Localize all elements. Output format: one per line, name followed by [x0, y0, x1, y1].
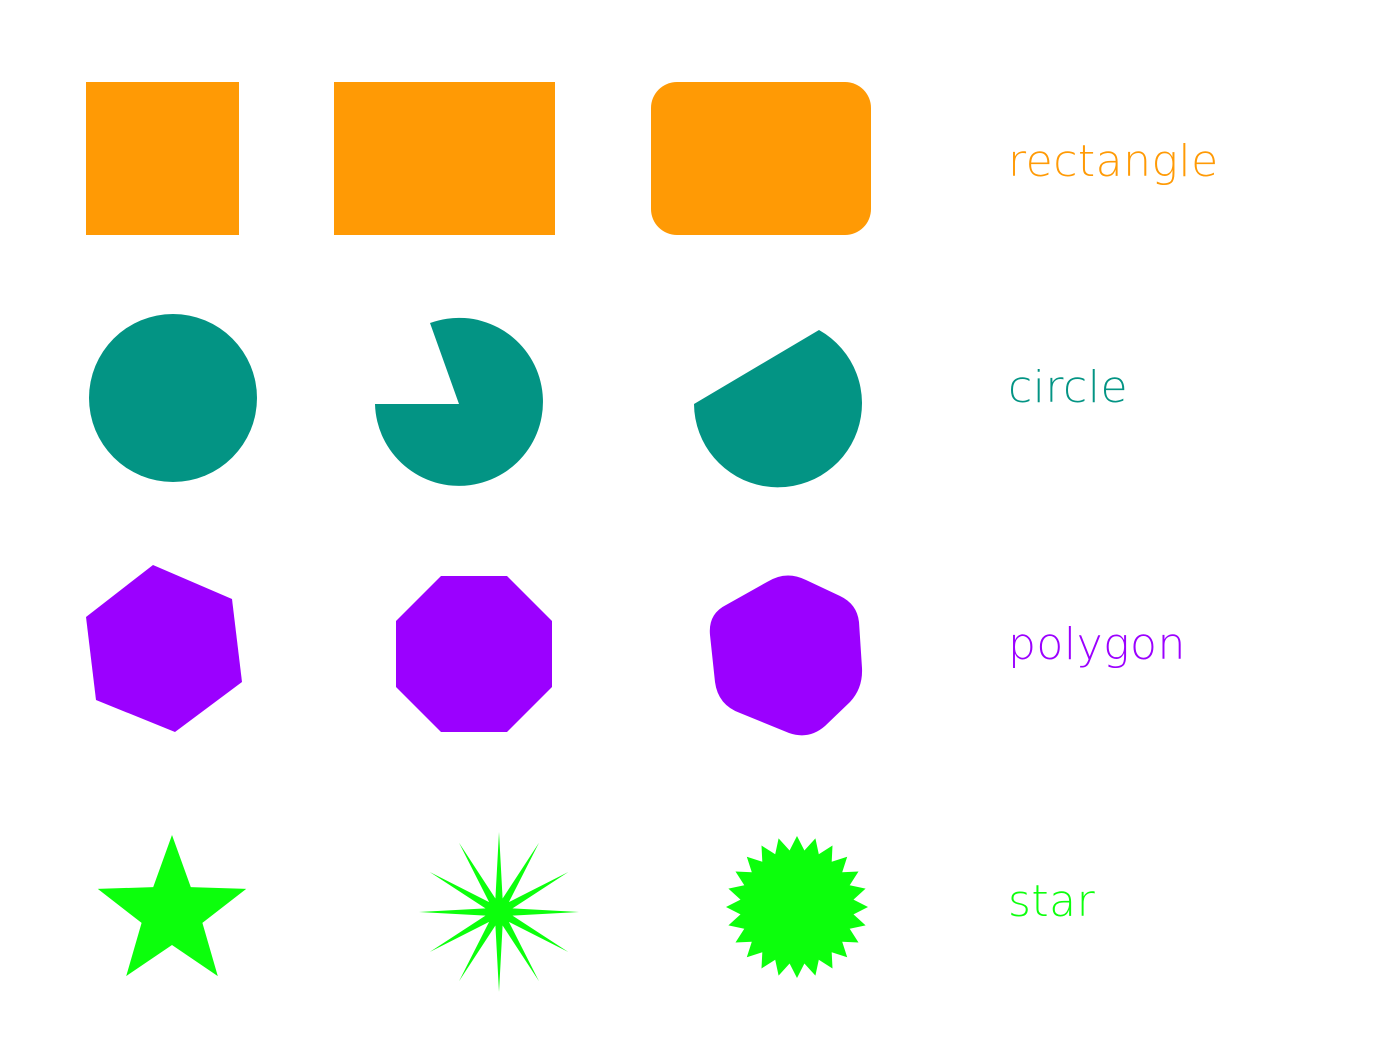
rounded-rectangle-shape: [651, 82, 871, 235]
square-shape: [86, 82, 239, 235]
circle-row: [89, 314, 862, 488]
polygon-label: polygon: [1008, 619, 1186, 670]
rounded-hexagon-shape: [709, 575, 863, 736]
five-point-star-shape: [97, 835, 247, 977]
star-label: star: [1008, 876, 1096, 927]
twelve-point-star-shape: [419, 832, 579, 992]
star-row: [97, 832, 868, 992]
circle-label: circle: [1008, 362, 1129, 413]
polygon-row: [86, 565, 863, 736]
full-circle-shape: [89, 314, 257, 482]
burst-star-shape: [726, 836, 868, 978]
rectangle-label: rectangle: [1008, 136, 1219, 187]
octagon-shape: [396, 576, 552, 732]
circle-segment-shape: [694, 330, 862, 488]
circle-wedge-removed-shape: [375, 317, 543, 486]
rectangle-shape: [334, 82, 555, 235]
hexagon-shape: [86, 565, 242, 732]
rectangle-row: [86, 82, 871, 235]
